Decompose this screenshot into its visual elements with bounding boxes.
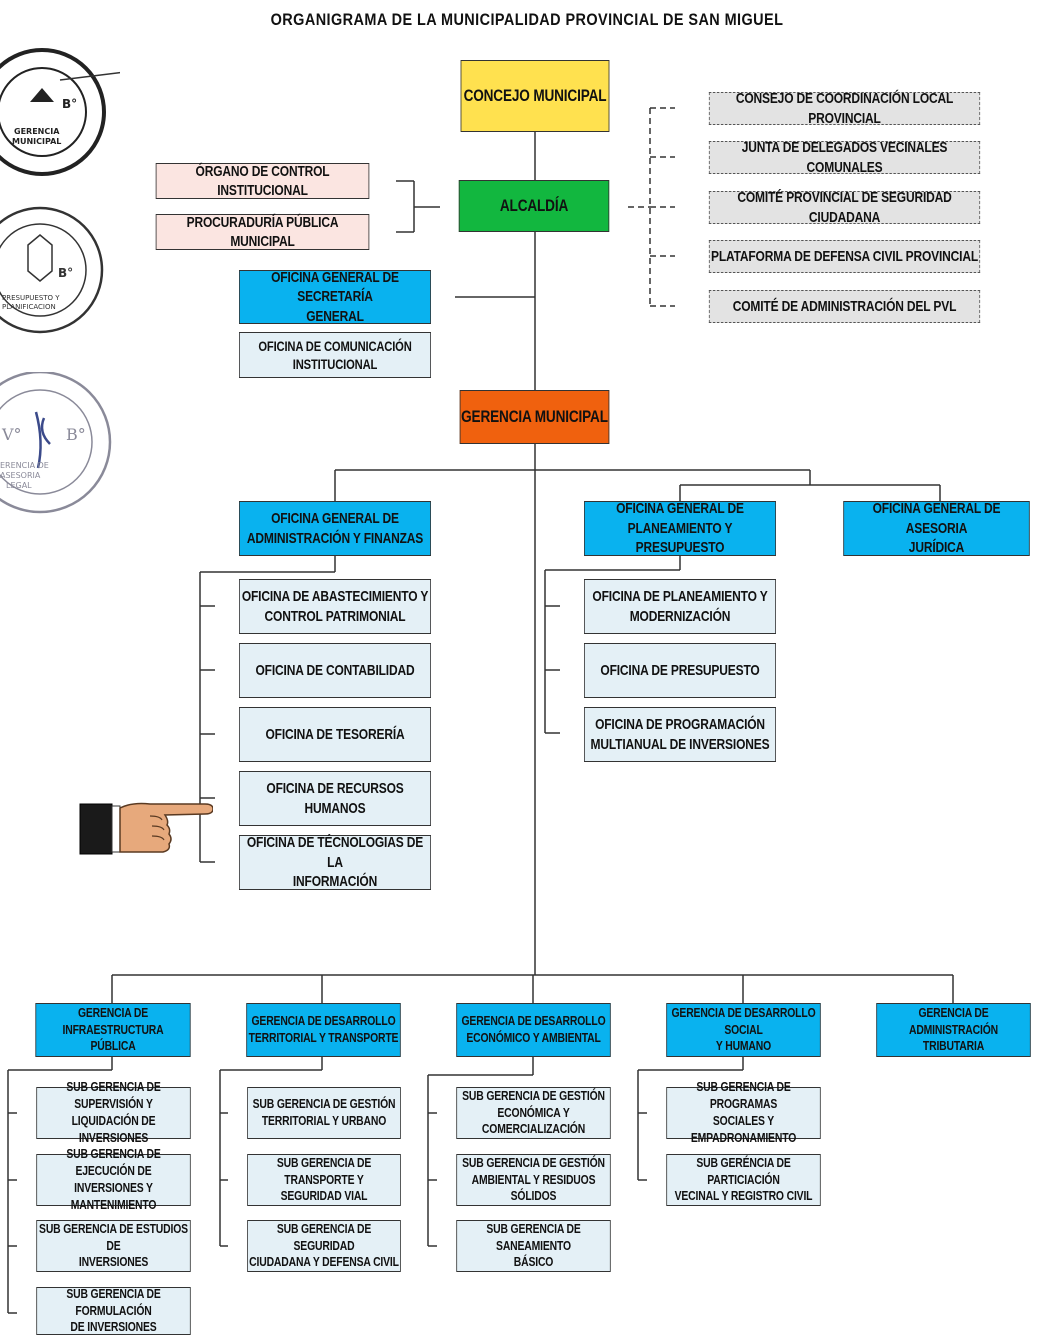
seal-asesoria-legal: V° B° ERENCIA DE ASESORIA LEGAL bbox=[0, 372, 112, 514]
svg-text:B°: B° bbox=[66, 425, 86, 444]
planeamiento-office-item: OFICINA DE PRESUPUESTO bbox=[584, 643, 776, 698]
pointing-hand-icon bbox=[79, 802, 213, 855]
svg-text:PRESUPUESTO Y: PRESUPUESTO Y bbox=[2, 294, 60, 302]
council-item: PLATAFORMA DE DEFENSA CIVIL PROVINCIAL bbox=[708, 240, 981, 273]
svg-text:PLANIFICACION: PLANIFICACION bbox=[2, 303, 56, 311]
procuraduria-box: PROCURADURÍA PÚBLICA MUNICIPAL bbox=[155, 214, 370, 250]
admin-office-item: OFICINA DE TESORERÍA bbox=[239, 707, 431, 762]
svg-text:ERENCIA DE: ERENCIA DE bbox=[0, 461, 49, 470]
svg-text:V°: V° bbox=[1, 425, 22, 444]
svg-text:GERENCIA: GERENCIA bbox=[14, 127, 60, 136]
admin-office-item: OFICINA DE CONTABILIDAD bbox=[239, 643, 431, 698]
council-item: COMITÉ DE ADMINISTRACIÓN DEL PVL bbox=[708, 290, 981, 323]
gerencia-municipal-box: GERENCIA MUNICIPAL bbox=[459, 390, 610, 444]
concejo-municipal-box: CONCEJO MUNICIPAL bbox=[460, 60, 610, 132]
seal-presupuesto: B° PRESUPUESTO Y PLANIFICACION bbox=[0, 206, 104, 334]
council-item: JUNTA DE DELEGADOS VECINALES COMUNALES bbox=[708, 139, 981, 176]
seal-gerencia-municipal: B° GERENCIA MUNICIPAL bbox=[0, 48, 120, 176]
alcaldia-box: ALCALDÍA bbox=[458, 180, 610, 232]
council-item: CONSEJO DE COORDINACIÓN LOCAL PROVINCIAL bbox=[708, 90, 981, 127]
admin-office-item: OFICINA DE RECURSOS HUMANOS bbox=[239, 771, 431, 826]
chart-title: ORGANIGRAMA DE LA MUNICIPALIDAD PROVINCI… bbox=[270, 10, 784, 29]
svg-text:B°: B° bbox=[58, 266, 73, 280]
svg-text:B°: B° bbox=[62, 97, 77, 111]
svg-text:ASESORIA: ASESORIA bbox=[0, 471, 41, 480]
svg-text:LEGAL: LEGAL bbox=[6, 481, 32, 490]
council-item: COMITÉ PROVINCIAL DE SEGURIDAD CIUDADANA bbox=[708, 189, 981, 226]
svg-text:MUNICIPAL: MUNICIPAL bbox=[12, 137, 61, 146]
organo-control-box: ÓRGANO DE CONTROL INSTITUCIONAL bbox=[155, 163, 370, 199]
